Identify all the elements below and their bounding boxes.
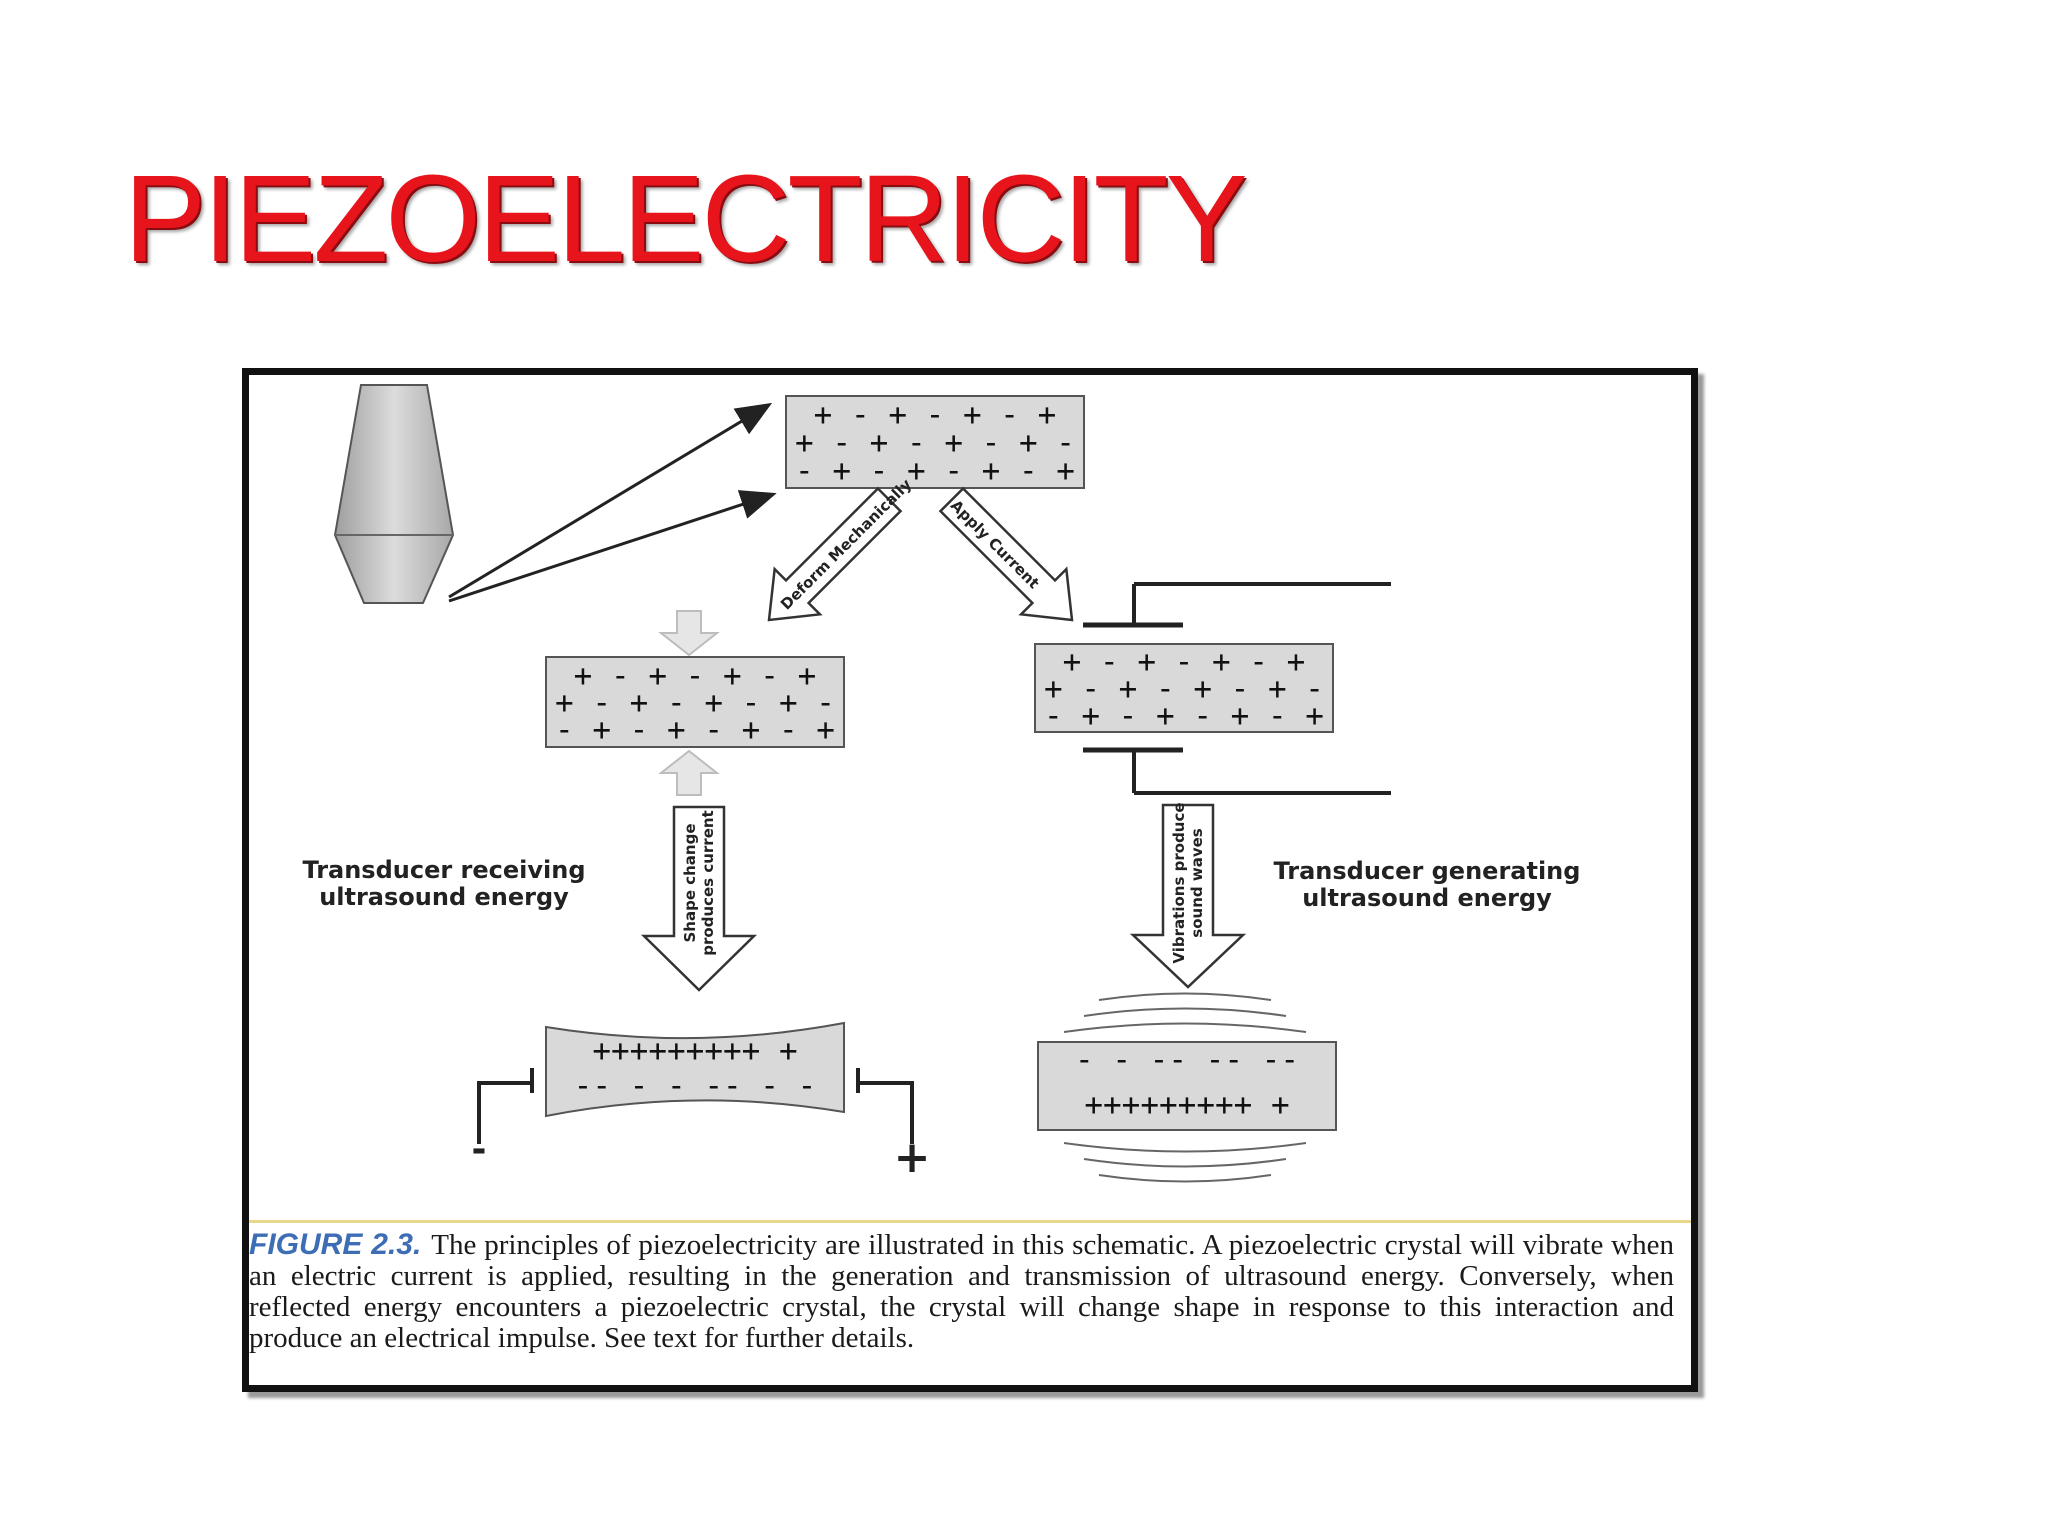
compress-arrow-bottom: [658, 749, 720, 796]
generating-label-1: Transducer generating: [1274, 857, 1581, 885]
vibrations-arrow: Vibrations produce sound waves: [1129, 802, 1247, 989]
caption-rule: [249, 1220, 1691, 1223]
vibrations-text-1: Vibrations produce: [1170, 802, 1188, 963]
crystal-top: + - + - + - + + - + - + - + - - + - + - …: [785, 395, 1085, 489]
crystal-receiving-row-1: + - + - + - +: [574, 658, 817, 694]
probe-line-lower: [448, 490, 777, 603]
crystal-top-row-1: + - + - + - +: [814, 397, 1057, 433]
vib-bottom-charges: +++++++++ +: [1084, 1087, 1289, 1123]
crystal-bent: +++++++++ + -- - - -- - - - +: [472, 1021, 931, 1183]
vib-top-charges: - - -- -- --: [1075, 1042, 1299, 1078]
sound-waves-top: [1063, 992, 1307, 1033]
slide-title: PIEZOELECTRICITY: [124, 151, 1248, 288]
shape-change-text-2: produces current: [699, 810, 717, 955]
transducer-probe: [333, 384, 455, 604]
figure-frame: + - + - + - + + - + - + - + - - + - + - …: [242, 368, 1698, 1392]
bent-bottom-charges: -- - - -- - -: [574, 1068, 817, 1104]
probe-line-upper: [448, 402, 773, 599]
compress-arrow-top: [658, 610, 720, 657]
plus-terminal: +: [894, 1132, 931, 1183]
piezo-diagram: + - + - + - + + - + - + - + - - + - + - …: [302, 384, 1581, 1183]
caption-text: The principles of piezoelectricity are i…: [249, 1229, 1674, 1354]
crystal-receiving-row-3: - + - + - + - +: [555, 712, 835, 748]
sound-waves-bottom: [1063, 1142, 1307, 1183]
apply-label: Apply Current: [947, 496, 1043, 592]
figure-caption: FIGURE 2.3.The principles of piezoelectr…: [249, 1229, 1674, 1354]
shape-change-text-1: Shape change: [681, 823, 699, 942]
crystal-receiving-row-2: + - + - + - + -: [555, 685, 835, 721]
crystal-generating-row-3: - + - + - + - +: [1044, 698, 1324, 734]
bent-top-charges: +++++++++ +: [592, 1033, 797, 1069]
minus-terminal: -: [472, 1129, 487, 1170]
crystal-top-row-3: - + - + - + - +: [795, 453, 1075, 489]
crystal-receiving: + - + - + - + + - + - + - + - - + - + - …: [545, 656, 845, 748]
crystal-top-row-2: + - + - + - + -: [795, 425, 1075, 461]
crystal-generating-row-2: + - + - + - + -: [1044, 671, 1324, 707]
crystal-vibrating: - - -- -- -- +++++++++ +: [1037, 992, 1337, 1183]
crystal-generating: + - + - + - + + - + - + - + - - + - + - …: [1034, 582, 1391, 795]
receiving-label-1: Transducer receiving: [302, 856, 585, 884]
apply-arrow: Apply Current: [938, 486, 1074, 622]
shape-change-arrow: Shape change produces current: [640, 805, 758, 992]
vibrations-text-2: sound waves: [1188, 828, 1206, 937]
deform-label: Deform Mechanically: [777, 475, 915, 613]
generating-label-2: ultrasound energy: [1302, 884, 1552, 912]
crystal-generating-row-1: + - + - + - +: [1063, 644, 1306, 680]
caption-label: FIGURE 2.3.: [249, 1228, 422, 1261]
receiving-label-2: ultrasound energy: [319, 883, 569, 911]
